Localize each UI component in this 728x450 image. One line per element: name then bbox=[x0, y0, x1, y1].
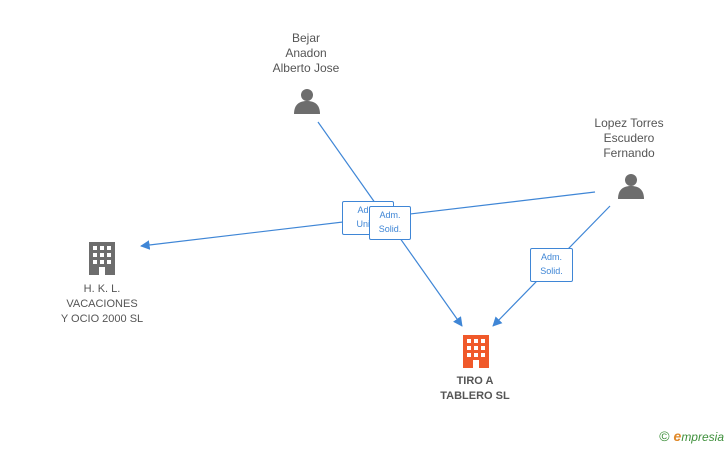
relation-line: Adm. bbox=[357, 205, 379, 215]
relation-line: Unico bbox=[356, 219, 380, 229]
brand-name: mpresia bbox=[681, 430, 724, 444]
person-label-lopez[interactable]: Lopez Torres Escudero Fernando bbox=[574, 116, 684, 161]
name-line: VACACIONES bbox=[66, 298, 138, 310]
relation-label-adm-solid[interactable]: Adm. Solid. bbox=[369, 206, 411, 240]
name-line: Escudero bbox=[603, 131, 655, 145]
name-line: Bejar bbox=[291, 31, 320, 45]
relation-line: Solid. bbox=[540, 266, 563, 276]
person-label-bejar[interactable]: Bejar Anadon Alberto Jose bbox=[256, 31, 356, 76]
name-line: Alberto Jose bbox=[272, 61, 340, 75]
name-line: Fernando bbox=[603, 146, 655, 160]
name-line: H. K. L. bbox=[83, 283, 121, 295]
person-icon[interactable] bbox=[618, 174, 644, 199]
copyright-symbol: © bbox=[659, 428, 670, 444]
name-line: TIRO A bbox=[456, 375, 494, 387]
name-line: Anadon bbox=[285, 46, 327, 60]
name-line: Lopez Torres bbox=[594, 116, 664, 130]
name-line: TABLERO SL bbox=[440, 390, 510, 402]
relation-label-adm-solid[interactable]: Adm. Solid. bbox=[530, 248, 573, 282]
relation-line: Solid. bbox=[378, 224, 402, 234]
building-icon-focus[interactable] bbox=[463, 335, 489, 368]
name-line: Y OCIO 2000 SL bbox=[60, 313, 144, 325]
relation-line: Adm. bbox=[540, 252, 562, 262]
building-icon[interactable] bbox=[89, 242, 115, 275]
brand-initial: e bbox=[673, 428, 682, 444]
company-label-tiro[interactable]: TIRO A TABLERO SL bbox=[420, 374, 530, 404]
relation-line: Adm. bbox=[379, 210, 401, 220]
company-label-hkl[interactable]: H. K. L. VACACIONES Y OCIO 2000 SL bbox=[46, 282, 158, 327]
brand-watermark[interactable]: ©empresia bbox=[659, 428, 724, 444]
person-icon[interactable] bbox=[294, 89, 320, 114]
